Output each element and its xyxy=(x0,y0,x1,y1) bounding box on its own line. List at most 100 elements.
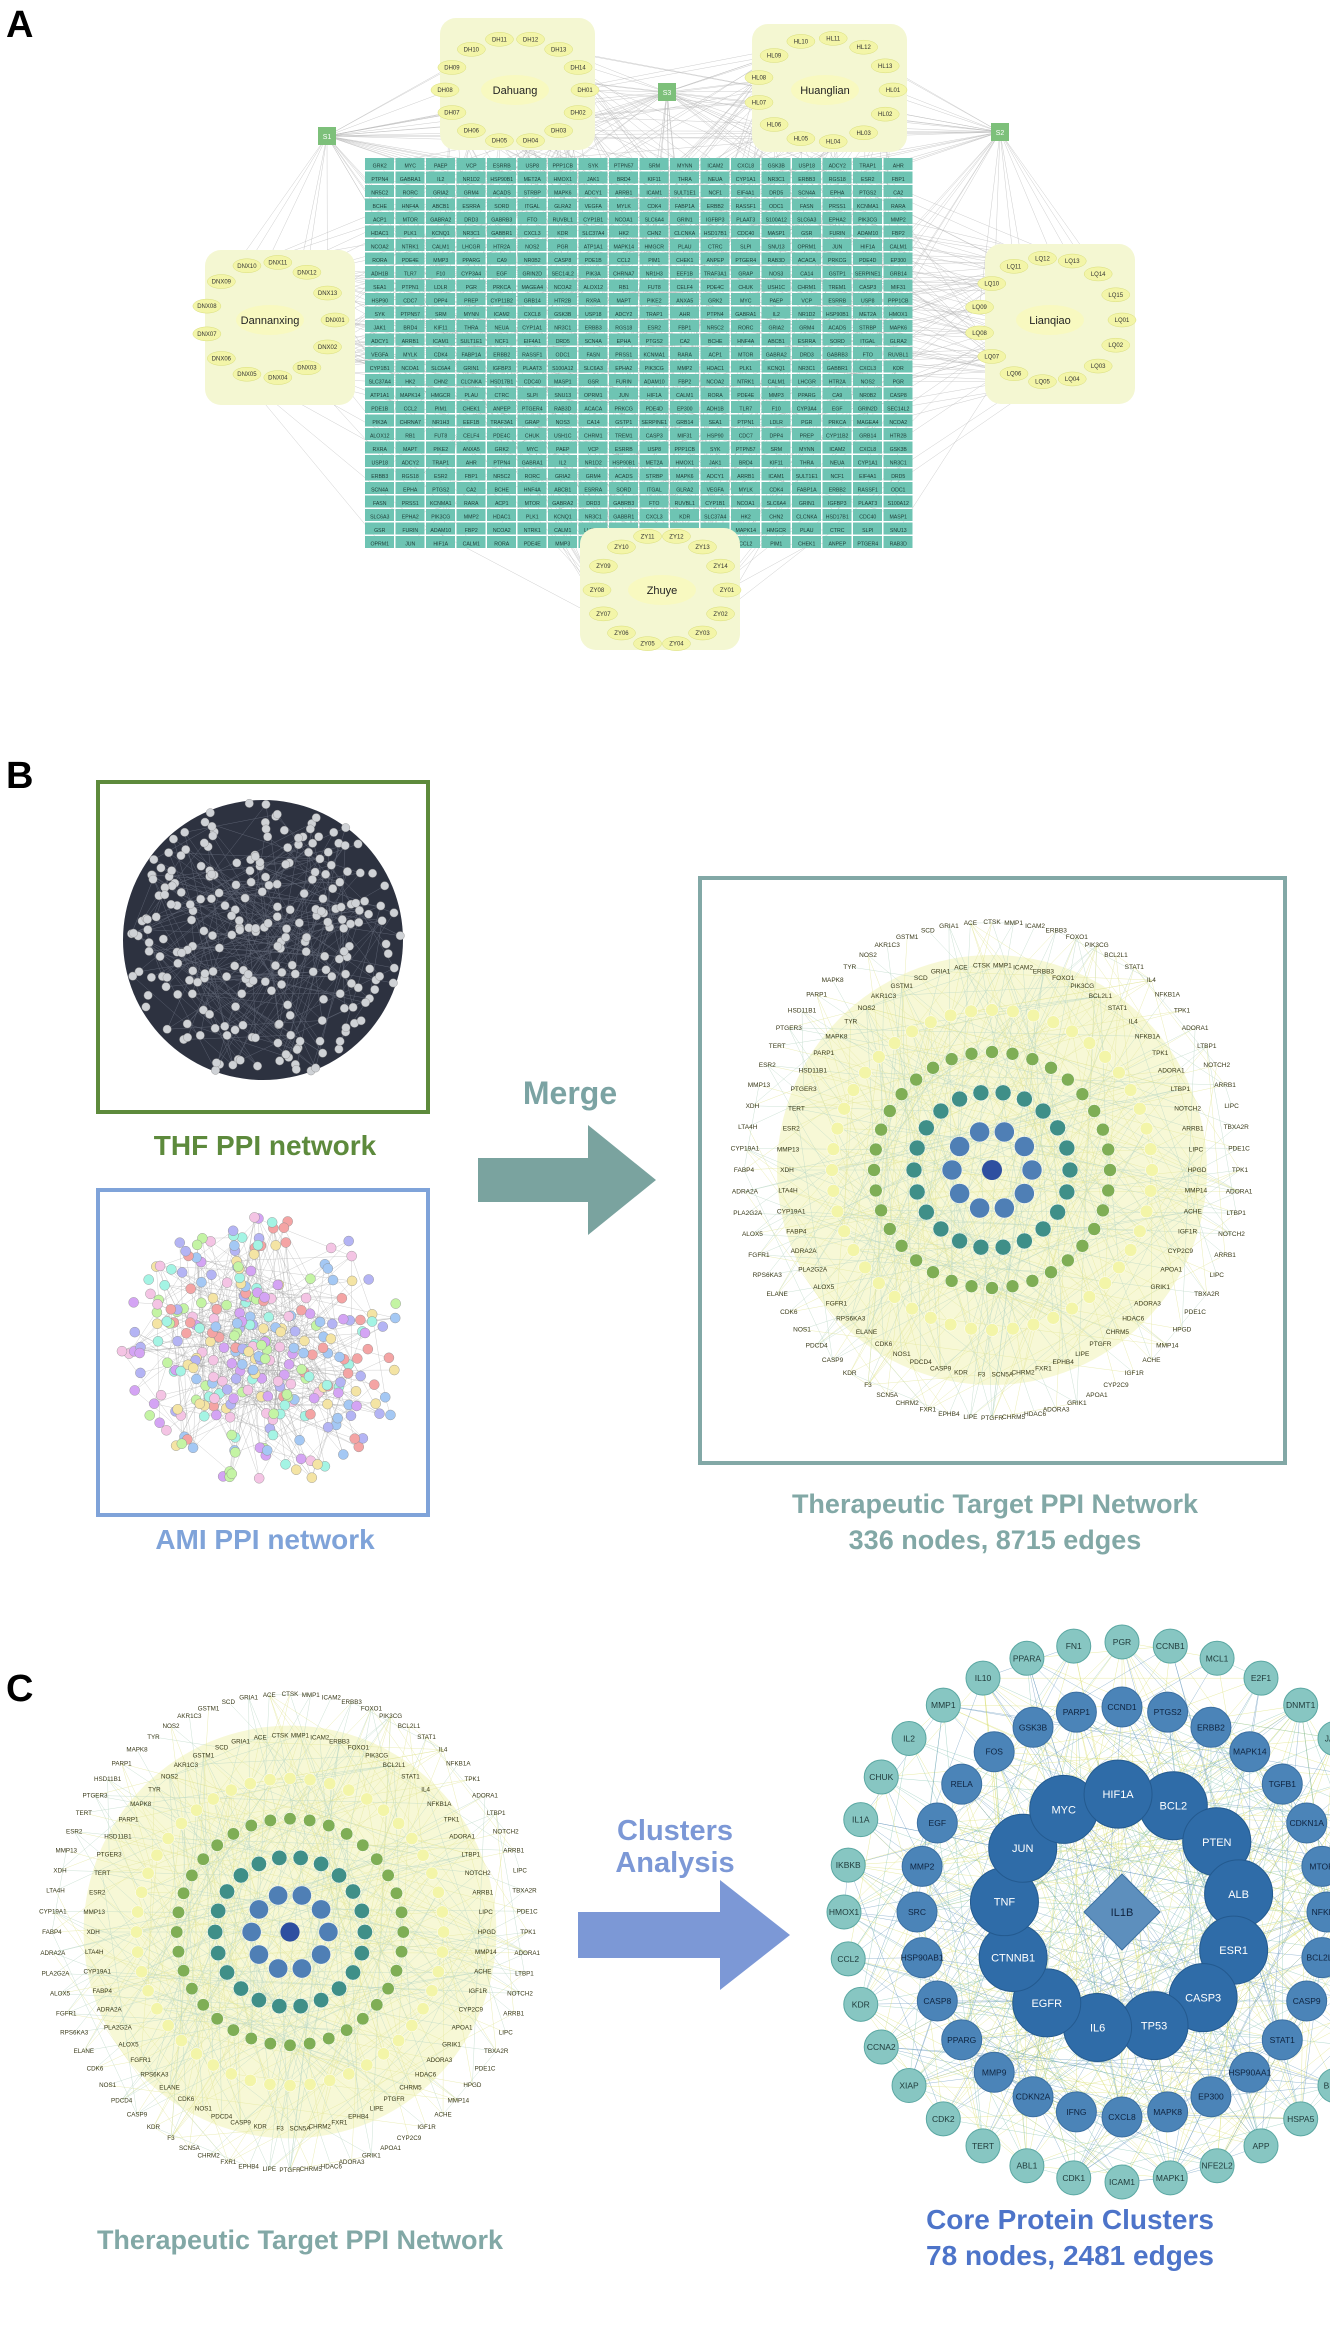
left-ring-node xyxy=(395,1945,409,1959)
target-node-label: PGR xyxy=(893,380,904,386)
target-node-label: PDE4C xyxy=(707,285,725,291)
target-node xyxy=(426,536,455,548)
left-ring-label: APOA1 xyxy=(380,2145,401,2152)
target-node-label: PTPN57 xyxy=(400,312,420,318)
target-node-label: S100A12 xyxy=(552,366,573,372)
target-node xyxy=(578,320,608,332)
target-node-label: HIF1A xyxy=(860,245,875,251)
target-node-label: CHEK1 xyxy=(463,407,480,413)
left-ring-label: AKR1C3 xyxy=(177,1713,202,1720)
left-ring-node xyxy=(340,1827,354,1841)
target-node xyxy=(700,428,730,440)
target-node xyxy=(456,536,486,548)
left-ring-node xyxy=(381,1982,395,1996)
left-ring-node xyxy=(392,1816,406,1830)
target-node-label: AHR xyxy=(466,461,477,467)
target-node xyxy=(670,212,699,224)
target-node xyxy=(456,441,486,454)
target-node-label: GSR xyxy=(801,231,812,237)
target-node xyxy=(639,252,669,265)
target-node xyxy=(517,495,547,508)
target-node-label: CYP1A1 xyxy=(522,326,542,332)
target-node xyxy=(609,333,638,346)
left-ring-node xyxy=(268,1885,288,1906)
target-node xyxy=(731,455,760,467)
left-ring-label: NOS2 xyxy=(162,1723,180,1730)
target-node xyxy=(731,495,760,508)
core-middle-label: IFNG xyxy=(1066,2107,1086,2117)
left-ring-node xyxy=(190,1803,203,1817)
target-node xyxy=(761,306,791,319)
left-ring-label: IL4 xyxy=(439,1747,448,1754)
target-node xyxy=(700,306,730,319)
clusters-analysis-label: Clusters Analysis xyxy=(570,1815,780,1879)
core-protein-network: PGRCCNB1MCL1E2F1DNMT1JAK2IL4JAK1MAP2K1SE… xyxy=(826,1624,1330,2200)
target-node xyxy=(639,455,669,467)
left-ring-label: CYP19A1 xyxy=(39,1908,67,1915)
target-node xyxy=(365,185,394,197)
target-node xyxy=(487,252,516,265)
target-node xyxy=(548,225,577,238)
core-outer-label: IL2 xyxy=(903,1733,915,1743)
target-node-label: FBP2 xyxy=(465,528,478,534)
target-node xyxy=(761,414,791,427)
target-node xyxy=(517,293,547,305)
target-node-label: PLAAT3 xyxy=(523,366,542,372)
compound-node xyxy=(563,105,593,120)
target-node-label: FURIN xyxy=(829,231,845,237)
target-node-label: CLCNKA xyxy=(674,231,696,237)
left-ring-node xyxy=(226,2023,240,2037)
panel-a-herb-clusters: DH01DH02DH03DH04DH05DH06DH07DH08DH09DH10… xyxy=(192,18,1137,651)
core-outer-label: HSPA5 xyxy=(1287,2114,1315,2124)
core-inner-label: JUN xyxy=(1012,1843,1033,1855)
target-node xyxy=(883,347,913,359)
target-node-label: HK2 xyxy=(741,515,751,521)
core-outer-label: IL10 xyxy=(975,1673,992,1683)
target-node-label: OPRM1 xyxy=(798,245,817,251)
left-ring-node xyxy=(161,1832,175,1845)
target-node xyxy=(609,441,638,454)
target-node xyxy=(670,252,699,265)
target-node xyxy=(365,374,394,386)
left-ring-node xyxy=(405,2019,419,2032)
core-middle-label: PTGS2 xyxy=(1154,1707,1182,1717)
target-node-label: CYP1B1 xyxy=(583,218,603,224)
target-node-label: NCOA1 xyxy=(737,501,755,507)
target-node xyxy=(456,320,486,332)
left-ring-label: ADORA3 xyxy=(339,2159,365,2166)
target-node xyxy=(731,428,760,440)
target-node-label: LHCGR xyxy=(462,245,480,251)
target-node-label: GSR xyxy=(374,528,385,534)
target-node xyxy=(426,158,455,170)
left-ring-label: RPS6KA3 xyxy=(60,2030,89,2037)
target-node-label: VEGFA xyxy=(707,488,725,494)
target-node-label: SNU13 xyxy=(554,393,571,399)
target-node-label: ADAM10 xyxy=(857,231,878,237)
target-node xyxy=(853,252,882,265)
left-ring-node xyxy=(185,1868,199,1882)
target-node-label: NCF1 xyxy=(708,191,722,197)
left-ring-label: HSD11B1 xyxy=(94,1776,122,1783)
target-node-label: CDK4 xyxy=(434,353,448,359)
target-node-label: ACP1 xyxy=(708,353,722,359)
left-ring-label: IGF1R xyxy=(469,1988,488,1995)
left-ring-node xyxy=(392,2034,406,2048)
target-node xyxy=(456,171,486,184)
compound-node xyxy=(207,351,236,366)
left-ring-label: ALOX5 xyxy=(118,2041,139,2048)
target-node-label: CHRNA7 xyxy=(613,272,634,278)
core-outer-label: IKBKB xyxy=(836,1860,861,1870)
target-node xyxy=(853,441,882,454)
target-node xyxy=(426,198,455,211)
target-node xyxy=(487,428,516,440)
target-node xyxy=(609,509,638,521)
target-node xyxy=(670,306,699,319)
left-ring-node xyxy=(340,2023,354,2037)
target-node-label: CHEK1 xyxy=(676,258,693,264)
core-middle-label: CDKN2A xyxy=(1016,2092,1051,2102)
target-node xyxy=(792,225,821,238)
target-node-label: CHUK xyxy=(525,434,540,440)
target-node xyxy=(792,374,821,386)
target-node-label: GRM4 xyxy=(799,326,814,332)
target-node xyxy=(731,306,760,319)
